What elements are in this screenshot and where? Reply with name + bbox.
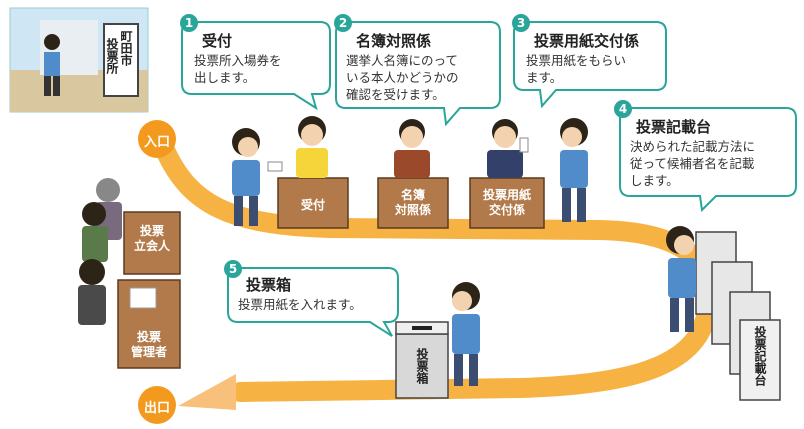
entrance-sign-line2: 投票所 bbox=[105, 37, 119, 75]
step-5-text: 投票用紙を入れます。 bbox=[238, 296, 362, 313]
manager-label: 投票 管理者 bbox=[118, 330, 180, 360]
receptionist-desk bbox=[277, 116, 349, 229]
bubble-shapes bbox=[181, 21, 797, 337]
roster-desk bbox=[377, 119, 449, 229]
step-3-line2: ます。 bbox=[526, 70, 563, 85]
ballot-box bbox=[395, 321, 449, 399]
voter-5 bbox=[452, 282, 480, 386]
step-2-line2: いる本人かどうかの bbox=[346, 70, 459, 85]
voter-3 bbox=[560, 118, 588, 222]
voter-4 bbox=[666, 226, 696, 332]
step-5-line1: 投票用紙を入れます。 bbox=[238, 297, 362, 312]
step-2-line1: 選挙人名簿にのって bbox=[346, 53, 458, 68]
step-3-line1: 投票用紙をもらい bbox=[526, 53, 627, 68]
step-1-line1: 投票所入場券を bbox=[194, 53, 282, 68]
manager-label-line1: 投票 bbox=[136, 330, 161, 344]
booth-label: 投票記載台 bbox=[753, 325, 767, 387]
step-3-number: 3 bbox=[512, 14, 530, 32]
step-4-line2: 従って候補者名を記載 bbox=[630, 156, 755, 171]
desk-label-meibo: 名簿 対照係 bbox=[378, 188, 448, 218]
step-2-title: 名簿対照係 bbox=[356, 32, 432, 50]
step-1-title: 受付 bbox=[202, 32, 233, 50]
step-4-line1: 決められた記載方法に bbox=[630, 139, 756, 154]
step-2-line3: 確認を受けます。 bbox=[346, 87, 445, 102]
voter-1 bbox=[232, 128, 283, 226]
desk-label-meibo-line2: 対照係 bbox=[394, 203, 431, 217]
step-2-number: 2 bbox=[334, 14, 352, 32]
step-4-title: 投票記載台 bbox=[636, 118, 712, 136]
box-label: 投票箱 bbox=[415, 347, 429, 385]
flow-arrowhead bbox=[178, 374, 236, 410]
step-3-text: 投票用紙をもらい ます。 bbox=[526, 52, 626, 86]
desk-label-koufu: 投票用紙 交付係 bbox=[470, 188, 544, 218]
step-4-line3: します。 bbox=[630, 173, 679, 188]
desk-label-uketsuke: 受付 bbox=[300, 198, 325, 212]
desk-label-koufu-line2: 交付係 bbox=[488, 203, 525, 217]
entrance-sign-line1: 町田市 bbox=[119, 30, 133, 67]
desk-label-koufu-line1: 投票用紙 bbox=[482, 188, 531, 202]
manager-label-line2: 管理者 bbox=[130, 345, 167, 359]
step-1-line2: 出します。 bbox=[194, 70, 256, 85]
step-1-number: 1 bbox=[180, 14, 198, 32]
witnesses-group bbox=[82, 178, 181, 275]
step-3-title: 投票用紙交付係 bbox=[534, 32, 640, 50]
exit-badge-circle bbox=[138, 386, 176, 424]
step-2-text: 選挙人名簿にのって いる本人かどうかの 確認を受けます。 bbox=[346, 52, 459, 103]
step-1-text: 投票所入場券を 出します。 bbox=[194, 52, 282, 86]
desk-label-meibo-line1: 名簿 bbox=[400, 188, 425, 202]
ballot-issue-desk bbox=[469, 119, 545, 229]
manager-group bbox=[78, 259, 181, 369]
step-5-number: 5 bbox=[224, 260, 242, 278]
step-4-text: 決められた記載方法に 従って候補者名を記載 します。 bbox=[630, 138, 755, 189]
entrance-badge-circle bbox=[138, 120, 176, 158]
entrance-picture bbox=[9, 7, 149, 113]
step-4-number: 4 bbox=[614, 100, 632, 118]
witness-label-line2: 立会人 bbox=[133, 239, 170, 253]
witness-label: 投票 立会人 bbox=[124, 224, 180, 254]
witness-label-line1: 投票 bbox=[139, 224, 164, 238]
entrance-badge: 入口 bbox=[143, 135, 170, 150]
exit-badge: 出口 bbox=[143, 401, 170, 416]
voting-booths bbox=[695, 231, 781, 401]
step-5-title: 投票箱 bbox=[246, 276, 292, 294]
